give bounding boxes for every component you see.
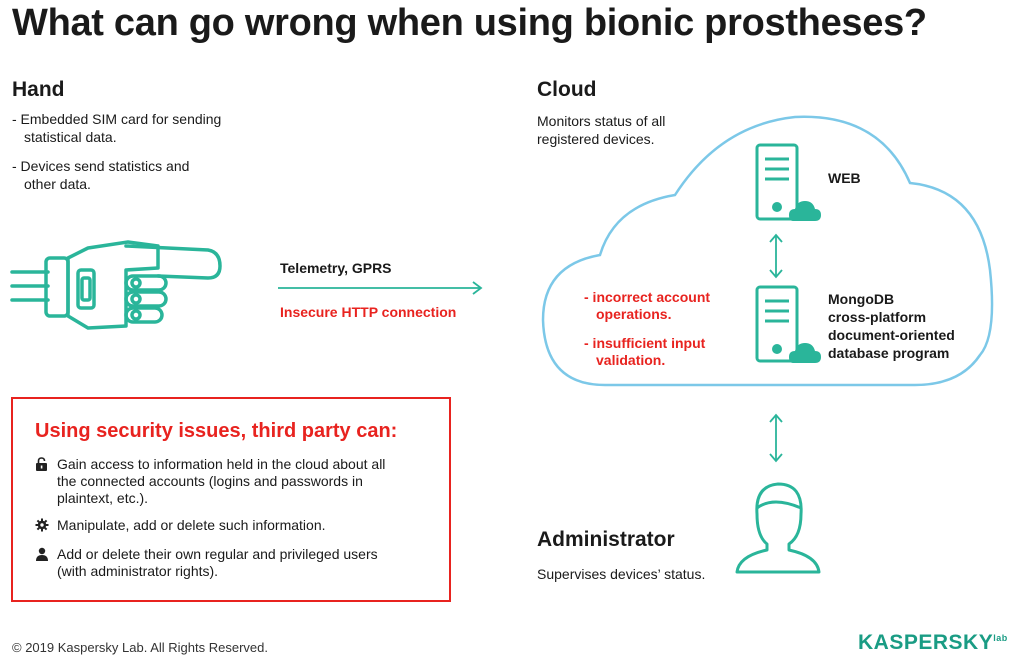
user-icon <box>36 547 48 561</box>
kaspersky-logo: KASPERSKYlab <box>858 631 1008 655</box>
database-label-line: database program <box>828 345 950 361</box>
issue-input-validation: - insufficient input validation. <box>584 335 706 368</box>
security-item-text: Add or delete their own regular and priv… <box>57 546 378 579</box>
hand-heading: Hand <box>12 78 65 101</box>
administrator-avatar-icon <box>735 482 821 574</box>
hand-bullet-stats: - Devices send statistics and other data… <box>12 158 190 192</box>
issue-account-operations: - incorrect account operations. <box>584 289 711 322</box>
logo-text: KASPERSKY <box>858 631 994 654</box>
cloud-admin-link-arrow <box>769 413 783 463</box>
hand-bullet-sim: - Embedded SIM card for sending statisti… <box>12 111 222 145</box>
logo-suffix: lab <box>993 633 1008 643</box>
database-label-line: document-oriented <box>828 327 955 343</box>
administrator-heading: Administrator <box>537 528 675 551</box>
security-issues-heading: Using security issues, third party can: <box>35 420 398 442</box>
prosthetic-hand-icon <box>10 240 222 330</box>
cloud-description: Monitors status of all registered device… <box>537 113 666 147</box>
security-item-text: Manipulate, add or delete such informati… <box>57 517 326 533</box>
web-db-link-arrow <box>769 233 783 279</box>
telemetry-label: Telemetry, GPRS <box>280 260 392 276</box>
security-item-text: Gain access to information held in the c… <box>57 456 386 506</box>
administrator-description: Supervises devices’ status. <box>537 566 706 582</box>
cloud-heading: Cloud <box>537 78 597 101</box>
gear-icon <box>35 518 49 532</box>
insecure-connection-label: Insecure HTTP connection <box>280 304 457 320</box>
database-server-icon <box>755 285 821 363</box>
security-issues-box: Using security issues, third party can: … <box>11 397 451 602</box>
telemetry-arrow <box>278 281 483 295</box>
security-item: Add or delete their own regular and priv… <box>35 546 415 582</box>
cloud-outline <box>541 115 994 387</box>
web-server-icon <box>755 143 821 221</box>
page-title: What can go wrong when using bionic pros… <box>12 2 927 44</box>
database-label: MongoDB cross-platform document-oriented… <box>828 290 955 362</box>
database-label-line: MongoDB <box>828 291 895 307</box>
security-item: Gain access to information held in the c… <box>35 456 415 508</box>
database-label-line: cross-platform <box>828 309 927 325</box>
security-item: Manipulate, add or delete such informati… <box>35 517 415 537</box>
web-label: WEB <box>828 170 861 186</box>
copyright-notice: © 2019 Kaspersky Lab. All Rights Reserve… <box>12 640 268 655</box>
unlocked-padlock-icon <box>36 457 47 471</box>
